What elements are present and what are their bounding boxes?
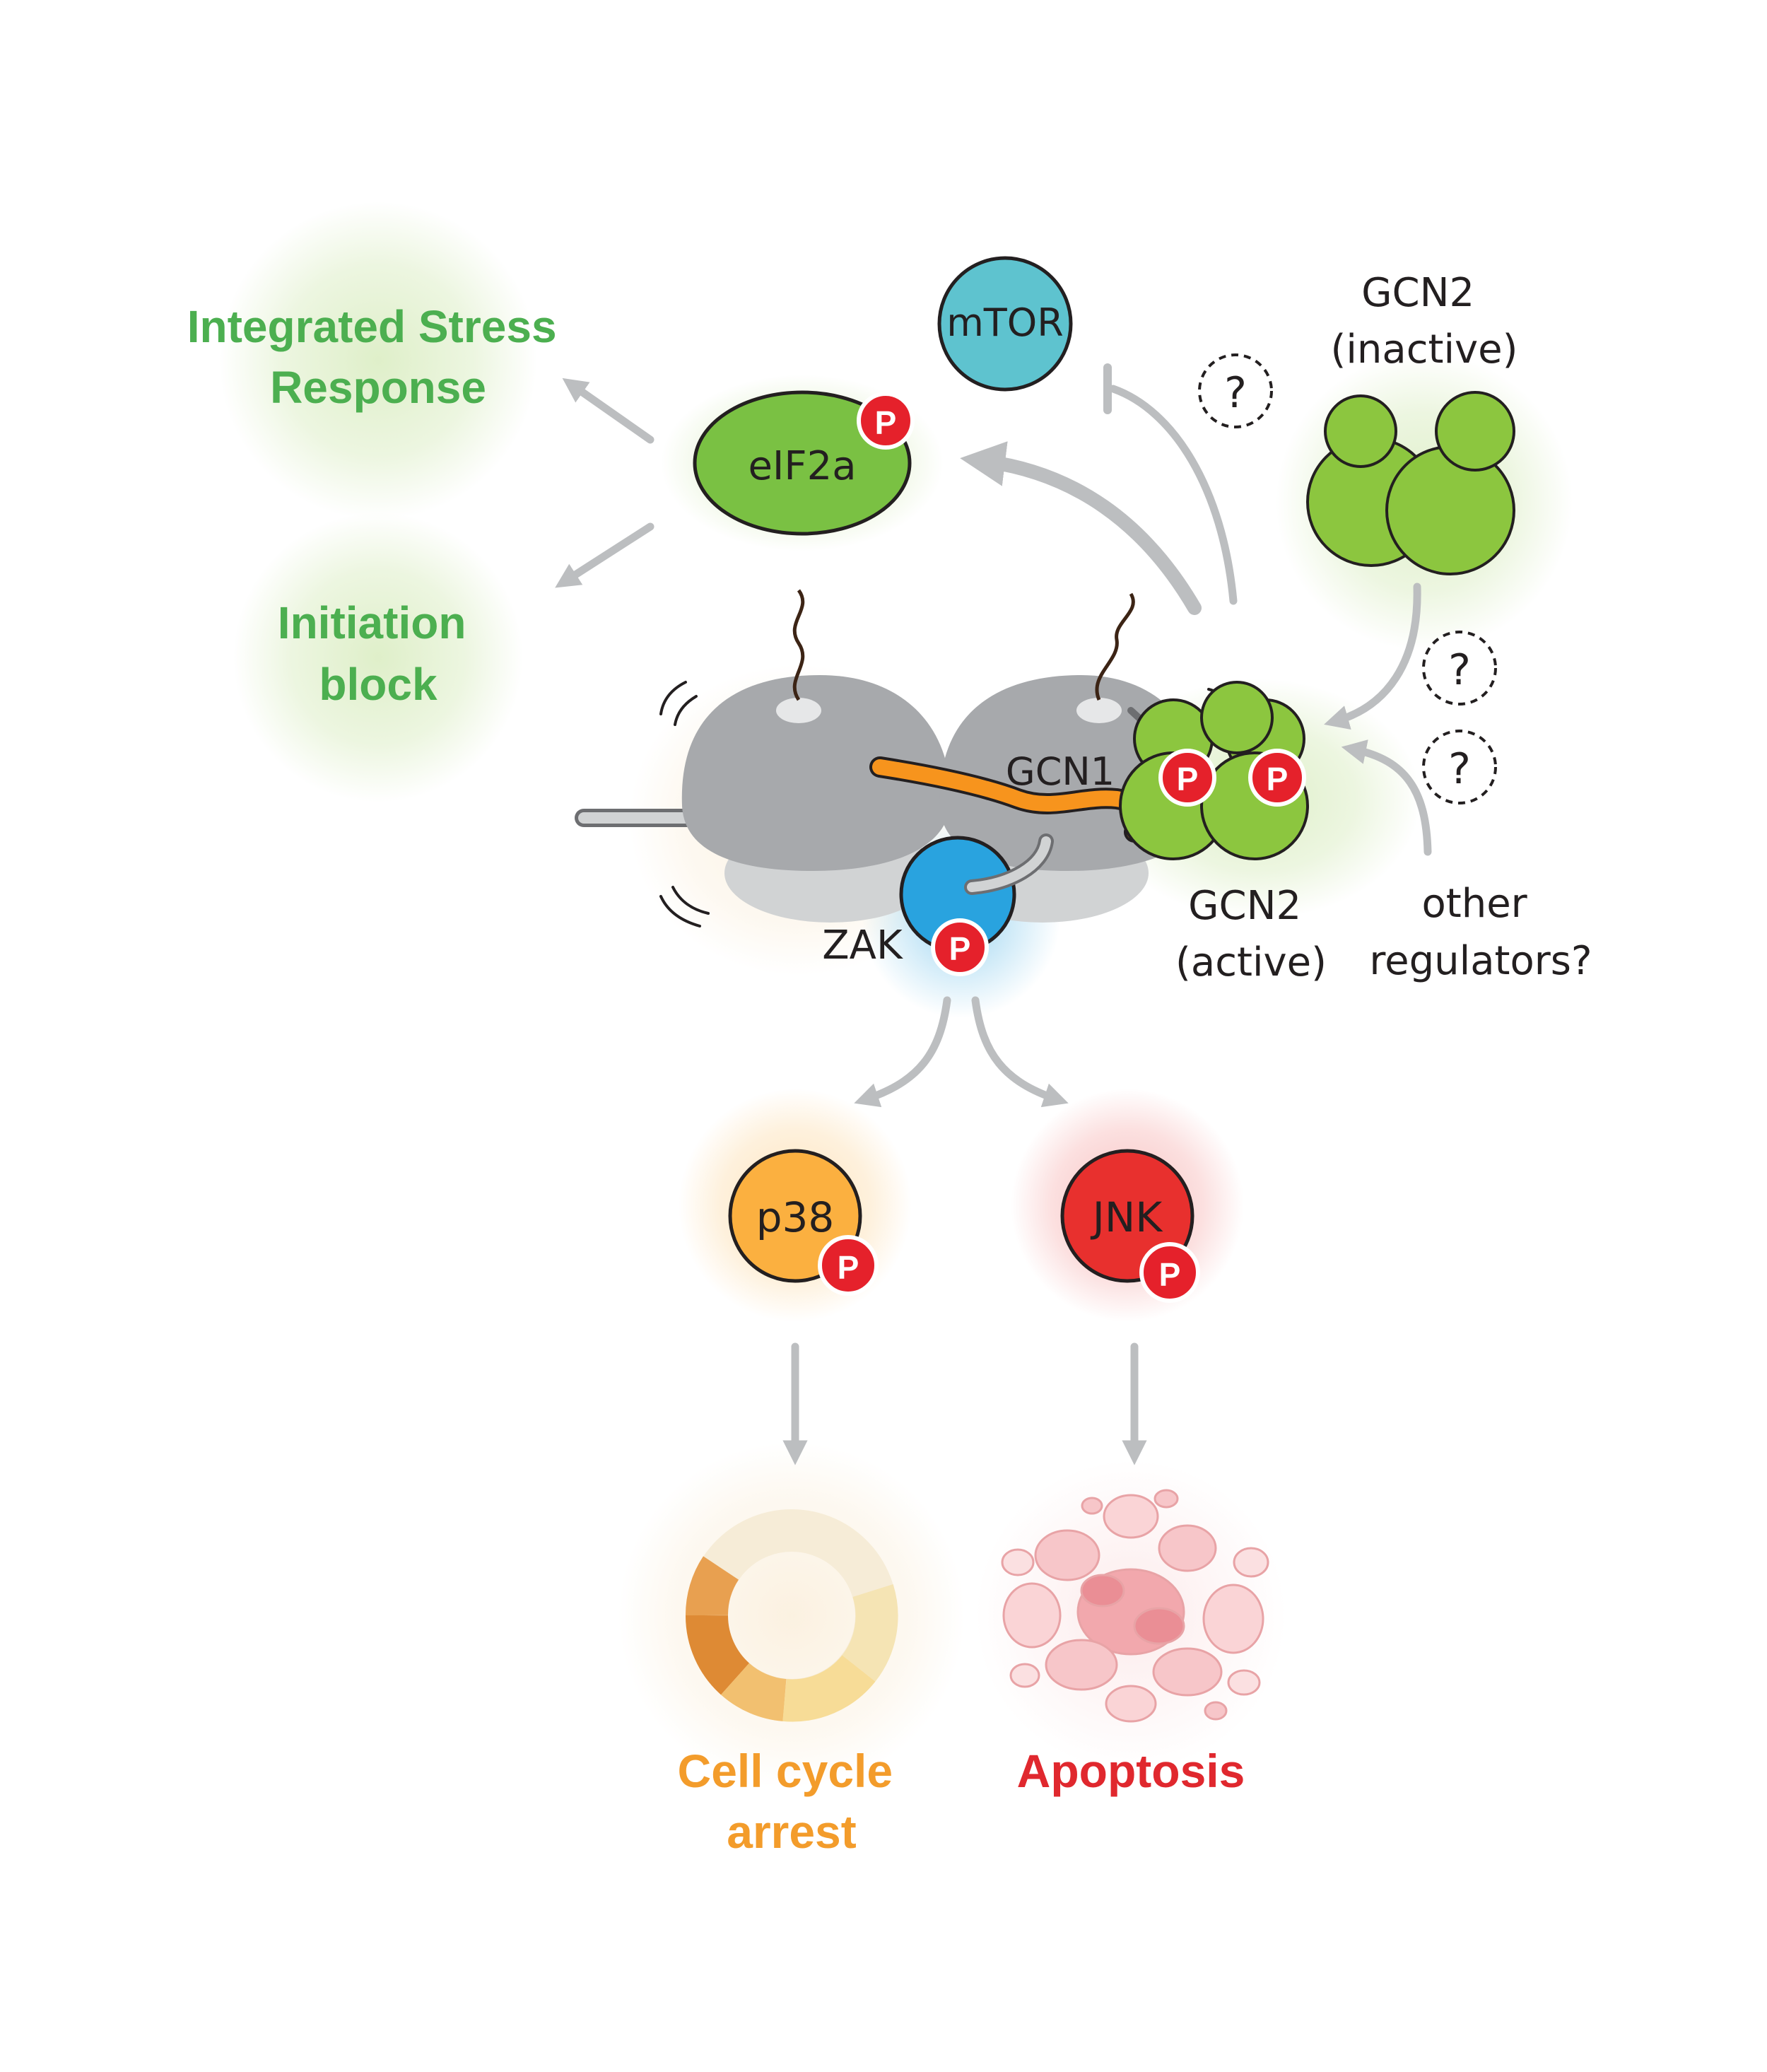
nascent-peptide-2: [1095, 592, 1135, 701]
gcn2-inactive-line1: GCN2: [1361, 270, 1474, 316]
mtor-label: mTOR: [946, 300, 1064, 345]
gcn2-active-line1: GCN2: [1188, 883, 1301, 929]
gcn2-active-line2: (active): [1175, 940, 1327, 985]
jnk-phospho-label: P: [1159, 1256, 1181, 1293]
mtor-node: mTOR: [937, 256, 1073, 392]
gcn2-phospho-badge-2: P: [1248, 749, 1306, 807]
zak-label: ZAK: [822, 923, 903, 968]
unknown-marker-mtor: ?: [1198, 353, 1273, 428]
gcn2-active-complex: P P: [1119, 681, 1309, 860]
gcn2-inactive-label: GCN2 (inactive): [1331, 270, 1518, 373]
unknown-marker-activation: ?: [1422, 631, 1497, 706]
jnk-node: JNK P: [1060, 1149, 1200, 1303]
arrow-gcn2-to-eif2a: [960, 441, 1202, 615]
regulators-line1: other: [1422, 881, 1528, 927]
arrow-to-isr: [562, 377, 654, 444]
gcn2-inactive-line2: (inactive): [1331, 327, 1518, 373]
jnk-phospho-badge: P: [1139, 1242, 1200, 1303]
cell-cycle-line2: arrest: [727, 1805, 856, 1858]
zak-phospho-badge: P: [931, 918, 989, 976]
arrow-to-initiation: [555, 522, 654, 588]
unknown-label-1: ?: [1224, 368, 1247, 418]
arrow-regulators-to-gcn2: [1341, 739, 1432, 856]
regulators-line2: regulators?: [1369, 938, 1592, 984]
gcn2-active-label: GCN2 (active): [1175, 883, 1327, 985]
cell-cycle-icon: [685, 1509, 898, 1722]
eif2a-label: eIF2a: [748, 443, 856, 489]
apoptosis-label: Apoptosis: [1017, 1745, 1245, 1797]
gcn2-phospho-label-2: P: [1267, 761, 1288, 797]
p38-phospho-badge: P: [818, 1235, 879, 1296]
zak-phospho-label: P: [949, 930, 971, 967]
arrow-zak-to-jnk: [971, 996, 1069, 1108]
isr-label: Integrated Stress Response: [187, 301, 570, 413]
p38-node: p38 P: [728, 1149, 879, 1296]
nascent-peptide-1: [792, 589, 805, 701]
eif2a-phospho-badge: P: [857, 392, 915, 450]
eif2a-node: eIF2a P: [693, 390, 915, 536]
large-subunit-left: [681, 675, 951, 871]
cell-cycle-line1: Cell cycle: [678, 1745, 893, 1797]
gcn2-phospho-badge-1: P: [1158, 749, 1216, 807]
cell-cycle-arrest-label: Cell cycle arrest: [678, 1745, 906, 1858]
unknown-marker-regulators: ?: [1422, 730, 1497, 804]
p38-label: p38: [756, 1193, 835, 1241]
jnk-label: JNK: [1091, 1193, 1163, 1241]
unknown-label-2: ?: [1448, 645, 1471, 695]
eif2a-phospho-label: P: [875, 404, 897, 441]
other-regulators-label: other regulators?: [1369, 881, 1592, 984]
arrows: [555, 363, 1432, 1465]
initiation-label-line2: block: [319, 659, 438, 710]
arrow-inactive-to-active: [1324, 583, 1421, 730]
unknown-label-3: ?: [1448, 744, 1471, 794]
gcn2-phospho-label-1: P: [1177, 761, 1199, 797]
arrow-zak-to-p38: [854, 996, 951, 1108]
isr-label-line1: Integrated Stress: [187, 301, 557, 352]
gcn1-label: GCN1: [1006, 749, 1115, 794]
initiation-block-label: Initiation block: [278, 597, 479, 710]
isr-label-line2: Response: [270, 362, 486, 413]
inhibition-gcn2-to-mtor: [1109, 385, 1238, 605]
apoptosis-icon: [1001, 1489, 1269, 1723]
gcn2-inactive-dimer: [1306, 391, 1515, 575]
initiation-label-line1: Initiation: [278, 597, 466, 648]
zak-node: P: [899, 833, 1054, 976]
p38-phospho-label: P: [838, 1249, 859, 1286]
